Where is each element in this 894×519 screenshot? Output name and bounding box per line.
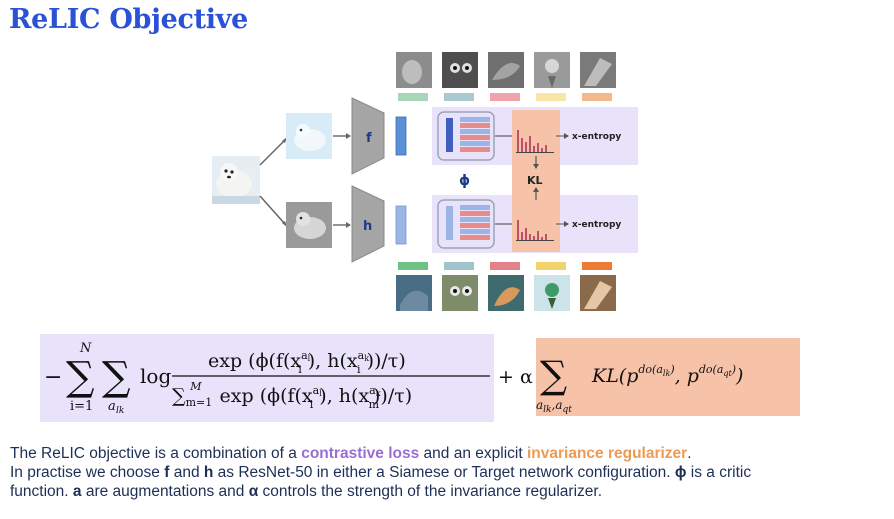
critic-block-bottom [437,199,495,249]
swatches-bottom [398,262,612,270]
sum-upper-n: N [79,341,92,356]
critic-output-arrows [495,135,512,225]
critic-phi-label: ϕ [459,173,470,189]
relic-diagram: f h [212,52,638,311]
xentropy-bottom-label: x-entropy [572,220,621,230]
encoder-f-label: f [366,131,372,146]
contrastive-loss-highlight: contrastive loss [301,445,420,462]
contrastive-term-box [40,334,494,422]
source-image [212,156,260,204]
thumbnails-bottom [396,275,616,311]
augmented-view-bottom [286,202,332,248]
plus-alpha: + α [498,366,533,388]
sum-lower-a: a [108,399,116,414]
kl-sum-lower: alk,aqt [536,398,572,415]
kl-term: KL(pdo(alk), pdo(aqt)) [591,363,743,387]
svg-text:−: − [44,365,62,390]
encoder-f: f [351,97,385,175]
invariance-regularizer-highlight: invariance regularizer [526,445,688,462]
augmentation-swatch [582,262,612,270]
augmentation-swatch [398,93,428,101]
invariance-term-box [536,338,800,416]
augmentation-swatch [490,93,520,101]
caption-line-1: The ReLIC objective is a combination of … [10,445,692,462]
distribution-bottom [516,220,554,241]
embedding-top [395,116,407,156]
kl-column [512,110,560,252]
encoder-h: h [351,185,385,263]
swatches-top [398,93,612,101]
distribution-top [516,130,554,153]
encoder-input-arrows [333,135,348,226]
sum-i-symbol: ∑ [66,354,95,400]
caption-line-2: In practise we choose f and h as ResNet-… [10,464,752,481]
augmentation-swatch [444,93,474,101]
xentropy-top-label: x-entropy [572,132,621,142]
thumbnails-top [396,52,616,88]
augmentation-swatch [582,93,612,101]
encoder-h-label: h [363,219,372,234]
augmentation-swatch [490,262,520,270]
slide-title: ReLIC Objective [9,4,249,35]
augmented-view-top [286,113,332,159]
augmentation-swatch [398,262,428,270]
log-operator: log [140,364,171,388]
sum-a-symbol: ∑ [102,354,131,400]
kl-sum-symbol: ∑ [540,353,567,397]
branch-arrows [259,139,286,225]
embedding-bottom [395,205,407,245]
critic-block-top [437,111,495,161]
caption-line-3: function. a are augmentations and α cont… [10,483,603,500]
caption: The ReLIC objective is a combination of … [10,444,890,501]
sum-lower-i: i=1 [70,399,93,414]
sum-lower-a-sub: lk [116,406,124,416]
augmentation-swatch [444,262,474,270]
augmentation-swatch [536,262,566,270]
augmentation-swatch [536,93,566,101]
kl-label: KL [527,174,543,187]
